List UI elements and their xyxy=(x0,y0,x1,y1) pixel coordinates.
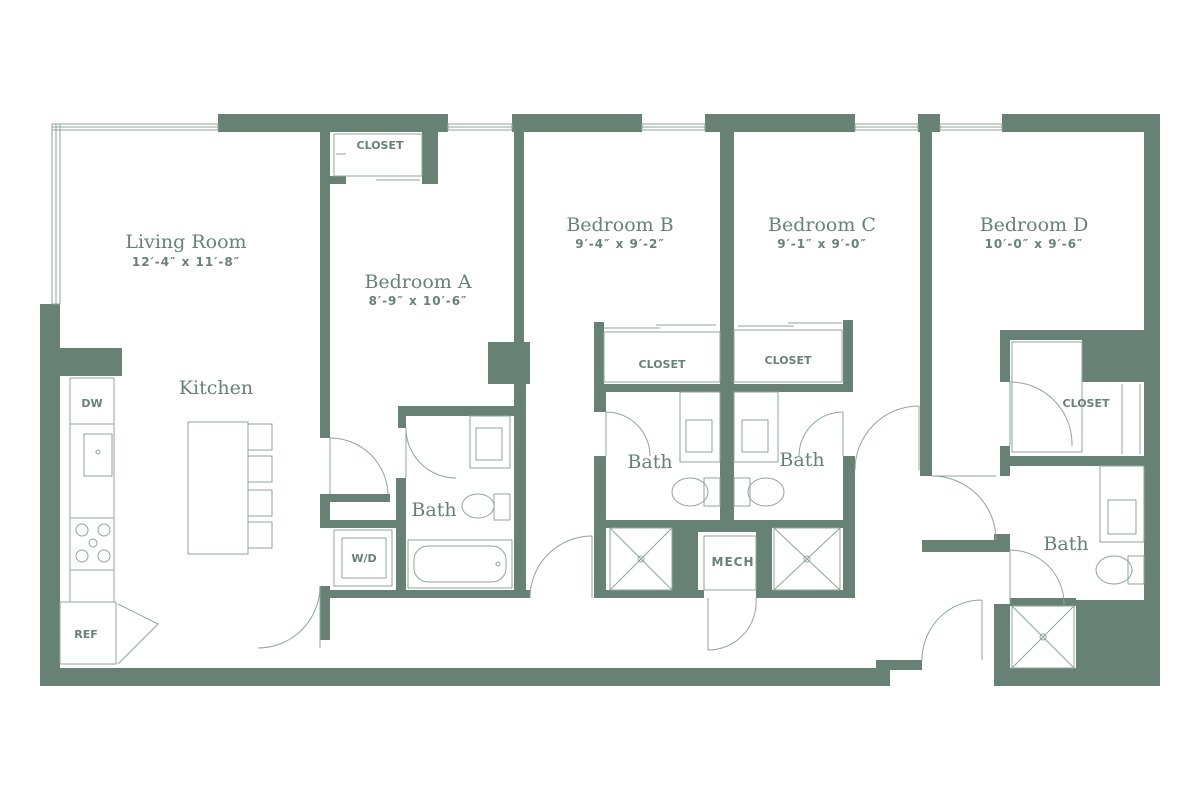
bedroom-d-dims: 10′-0″ x 9′-6″ xyxy=(985,237,1084,251)
closet-a-label: CLOSET xyxy=(357,139,404,152)
interior-walls xyxy=(320,130,1160,686)
bedroom-d-name: Bedroom D xyxy=(980,214,1089,236)
bedroom-b-name: Bedroom B xyxy=(566,214,673,236)
bath-a-name: Bath xyxy=(411,499,456,521)
living-room-dims: 12′-4″ x 11′-8″ xyxy=(132,255,240,269)
closet-b: CLOSET xyxy=(603,324,721,383)
windows xyxy=(51,123,1003,305)
living-room-name: Living Room xyxy=(125,231,246,253)
kitchen-fixtures: DW REF xyxy=(59,377,273,665)
bath-c-fixtures xyxy=(733,391,841,591)
closet-c: CLOSET xyxy=(733,322,843,383)
range-burners xyxy=(75,523,111,563)
doors xyxy=(117,381,1073,665)
bath-d-name: Bath xyxy=(1043,533,1088,555)
bar-stools xyxy=(247,423,273,549)
closet-b-label: CLOSET xyxy=(639,358,686,371)
bath-d-fixtures xyxy=(1011,465,1145,669)
exterior-walls xyxy=(40,114,1160,686)
closet-d-label: CLOSET xyxy=(1063,397,1110,410)
mech-label: MECH xyxy=(712,555,755,569)
bath-b-name: Bath xyxy=(627,451,672,473)
washer-dryer: W/D xyxy=(333,529,393,587)
washer-dryer-label: W/D xyxy=(351,552,376,565)
kitchen-name: Kitchen xyxy=(179,377,253,399)
kitchen-sink xyxy=(83,433,113,477)
refrigerator xyxy=(59,601,117,665)
bedroom-b-dims: 9′-4″ x 9′-2″ xyxy=(575,237,665,251)
closet-d: CLOSET xyxy=(1011,341,1141,454)
dishwasher-label: DW xyxy=(81,397,102,410)
bedroom-a-dims: 8′-9″ x 10′-6″ xyxy=(369,294,468,308)
kitchen-island xyxy=(187,421,249,555)
bath-b-fixtures xyxy=(609,391,721,591)
bedroom-c-name: Bedroom C xyxy=(768,214,876,236)
room-labels: Living Room 12′-4″ x 11′-8″ Kitchen Bedr… xyxy=(125,214,1088,555)
mech-room: MECH xyxy=(703,535,757,591)
closet-a: CLOSET xyxy=(333,133,423,181)
bath-a-fixtures xyxy=(407,415,513,589)
refrigerator-label: REF xyxy=(74,628,98,641)
closet-c-label: CLOSET xyxy=(765,354,812,367)
bath-c-name: Bath xyxy=(779,449,824,471)
bedroom-c-dims: 9′-1″ x 9′-0″ xyxy=(777,237,867,251)
bedroom-a-name: Bedroom A xyxy=(364,271,471,293)
